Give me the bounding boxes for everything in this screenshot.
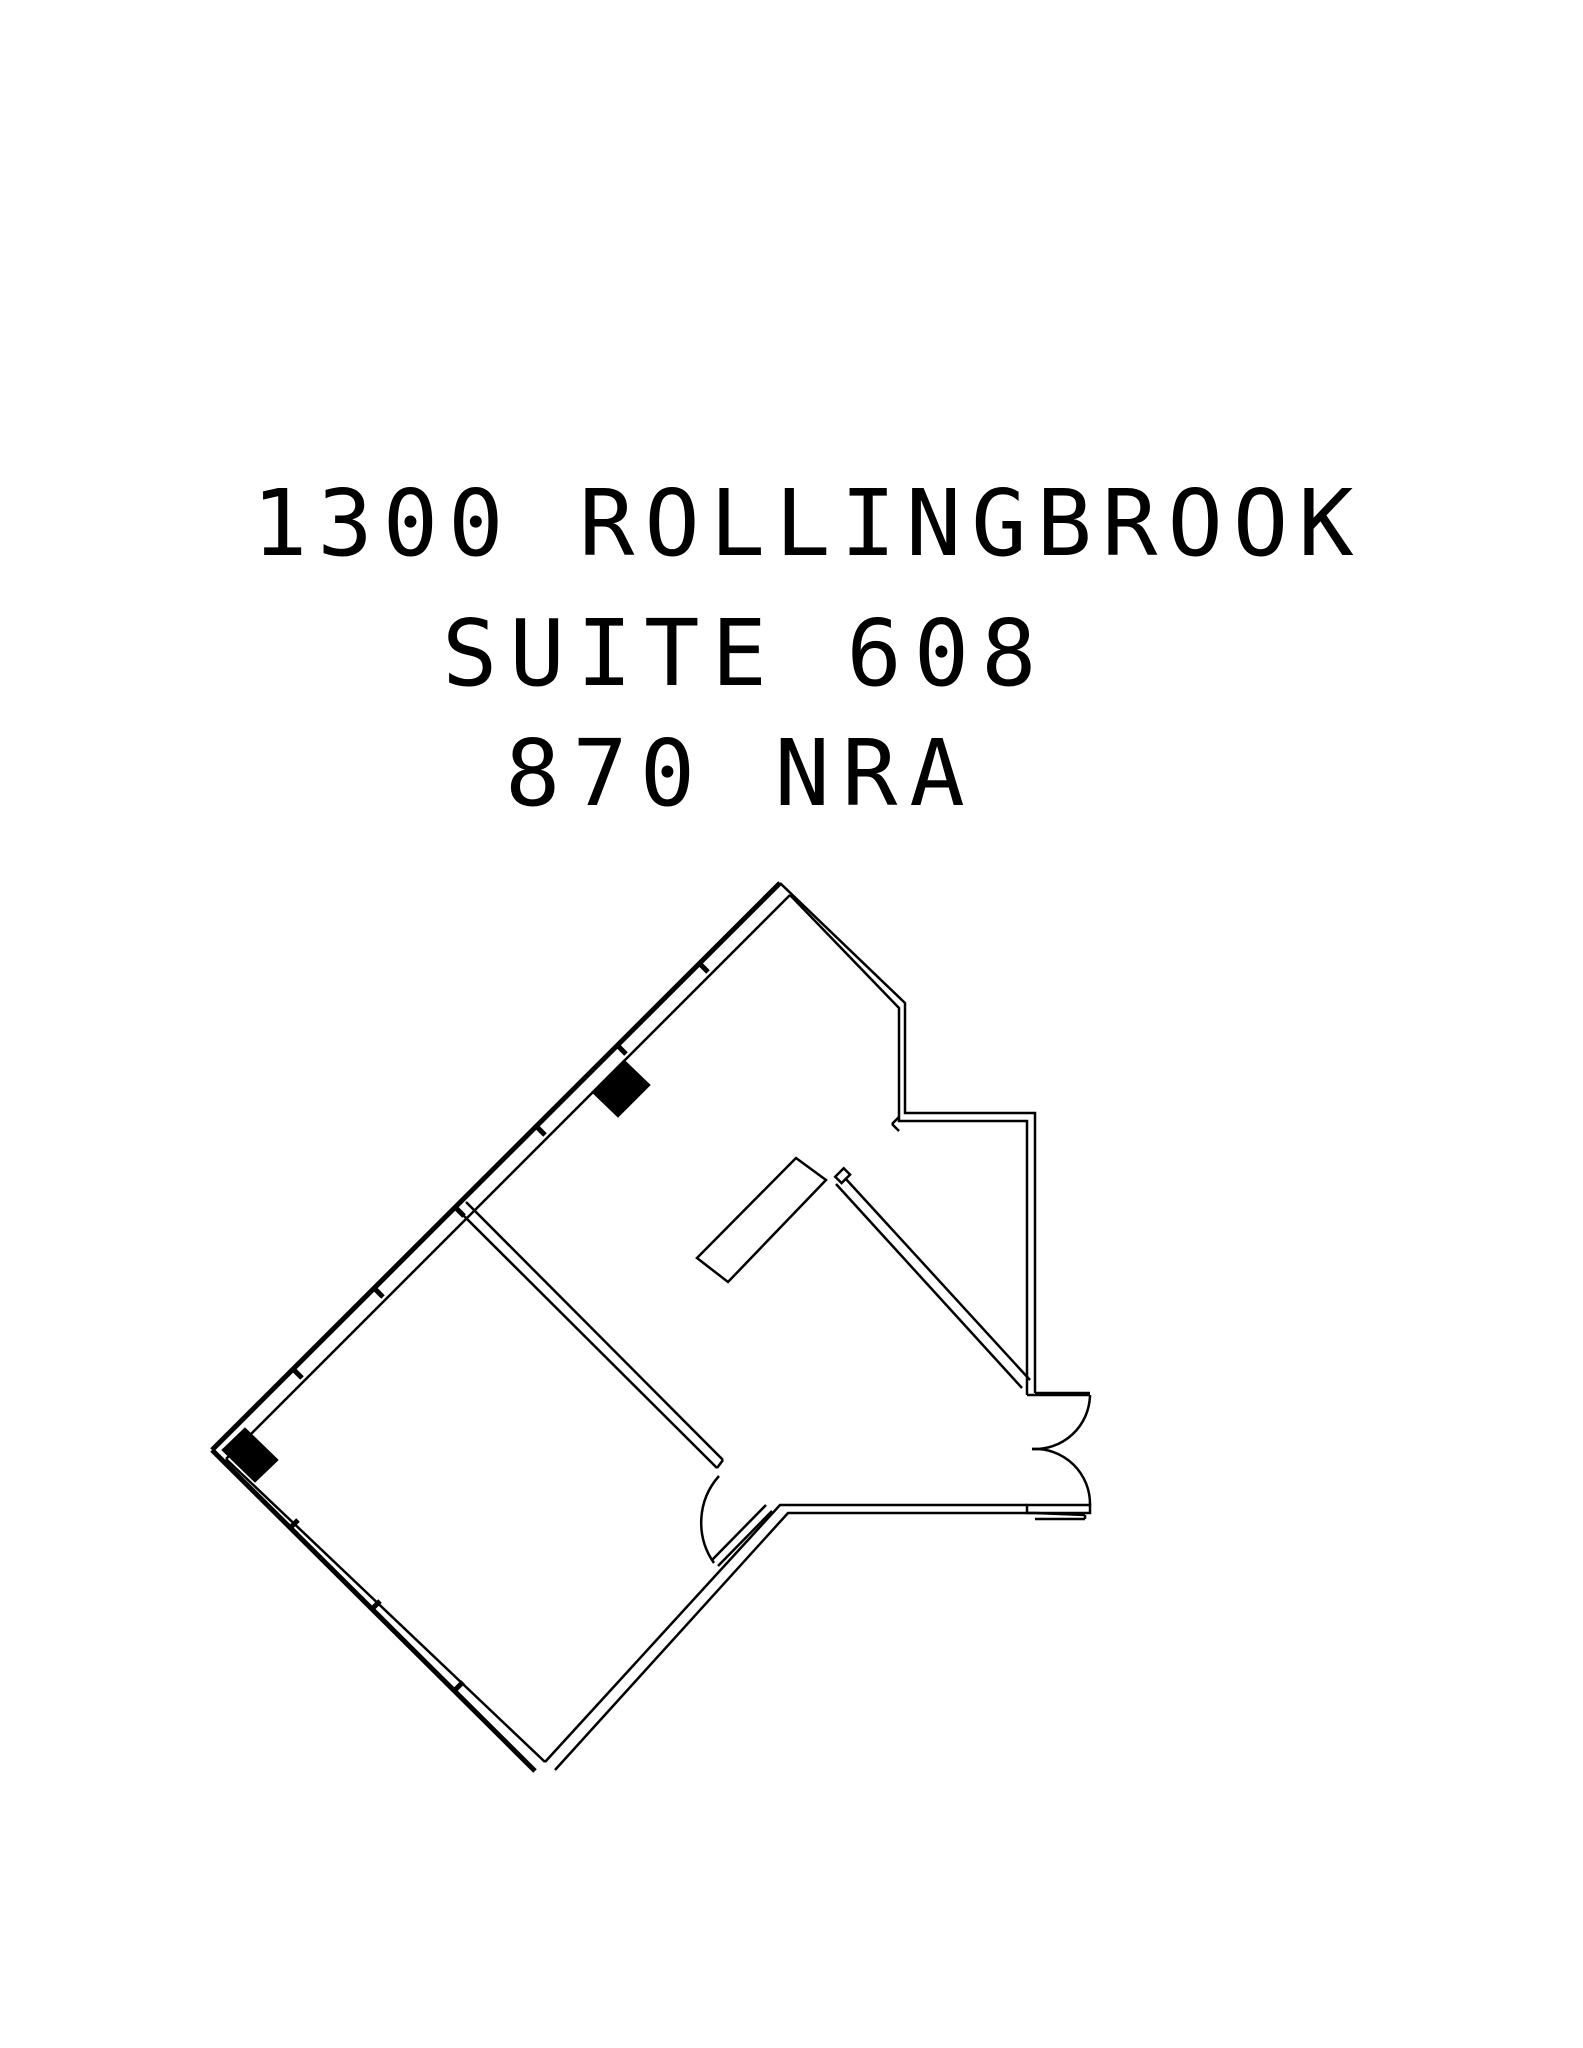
address-heading: 1300 ROLLINGBROOK: [252, 470, 1364, 577]
suite-heading: SUITE 608: [442, 600, 1049, 707]
area-heading: 870 NRA: [505, 720, 977, 827]
column-lower: [221, 1427, 279, 1483]
interior-walls: [457, 882, 1092, 1771]
entry-doors: [1031, 1394, 1092, 1506]
exterior-window-wall: [210, 881, 791, 1773]
column-upper: [591, 1059, 651, 1118]
reception-counter: [695, 1156, 828, 1284]
